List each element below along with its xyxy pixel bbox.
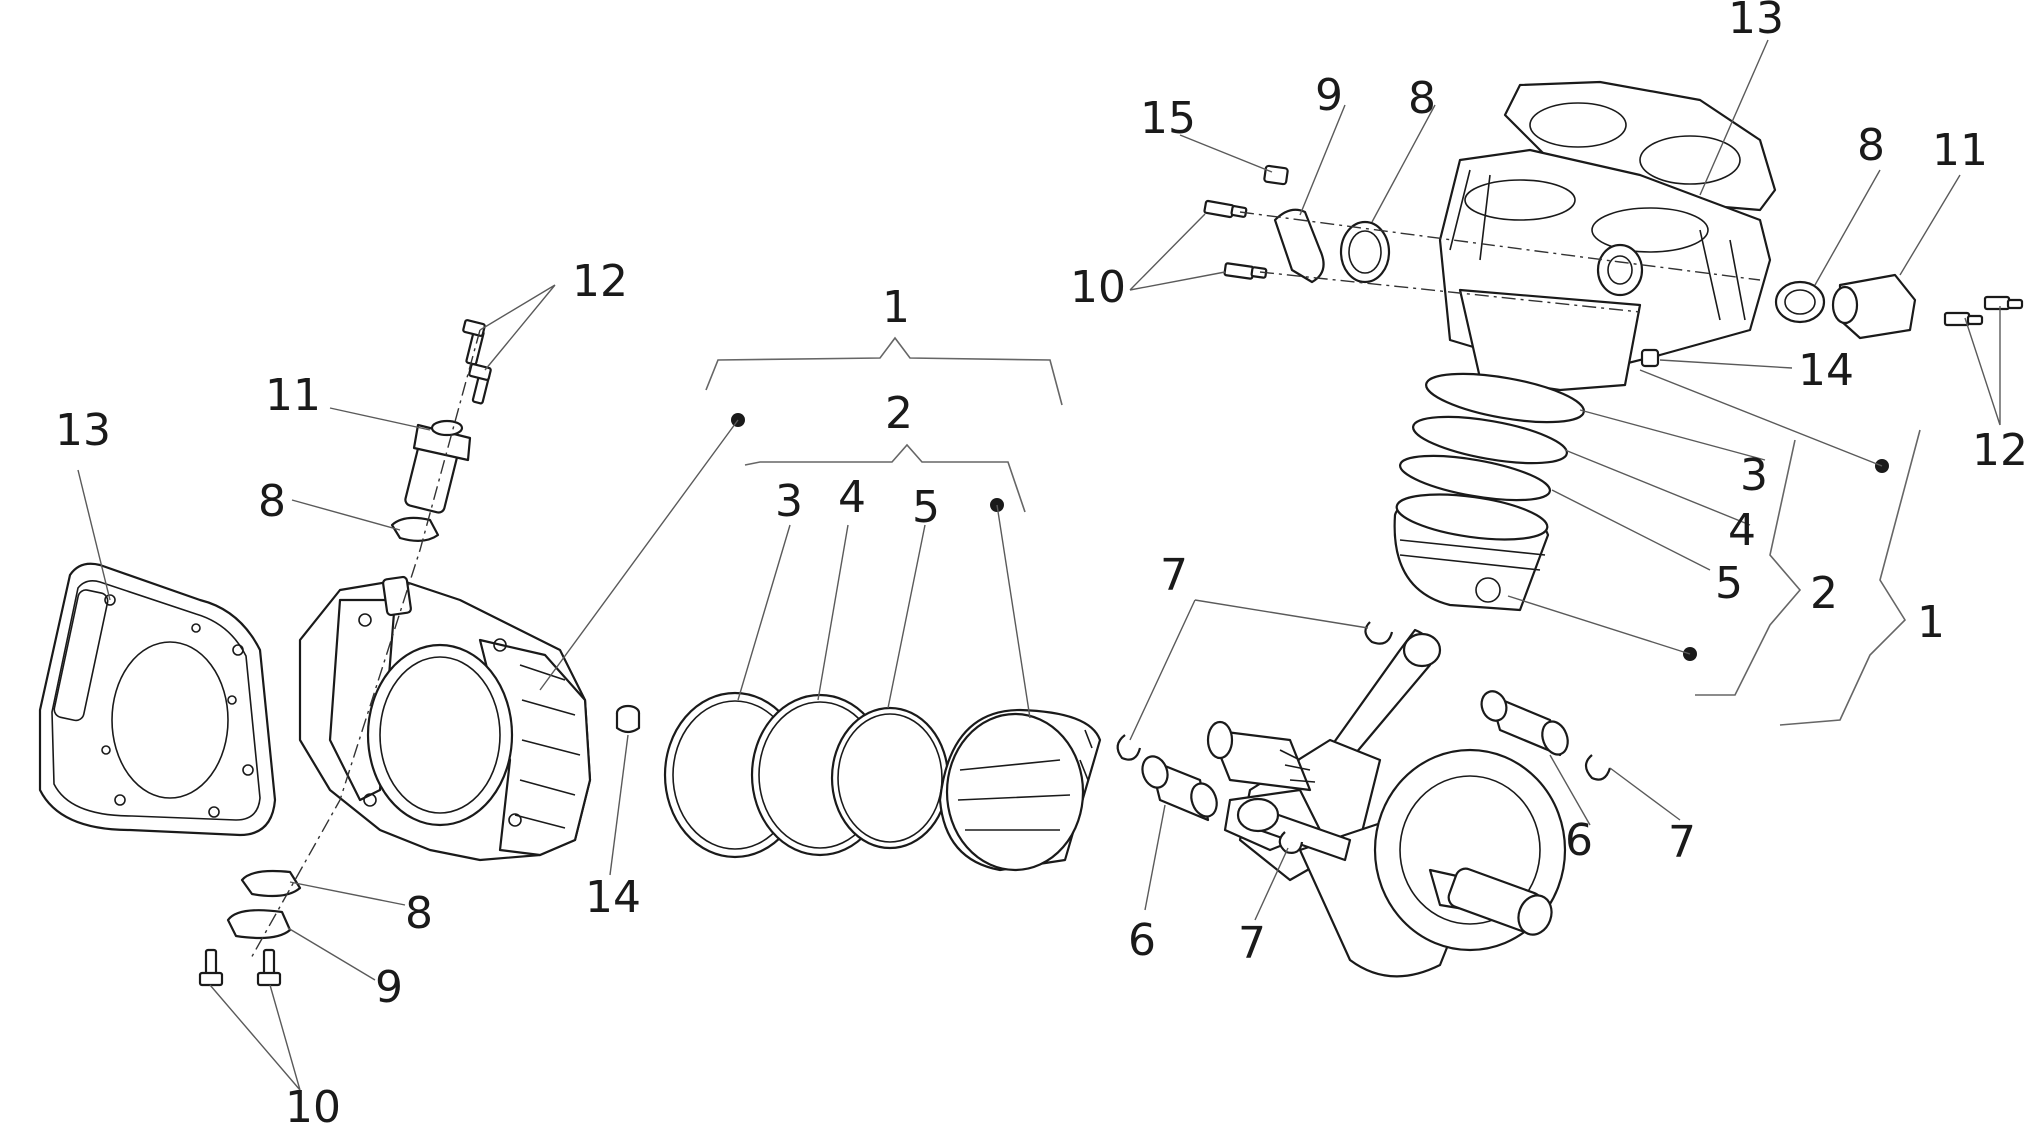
brace-1-right [1779,429,1921,726]
callout-right-11: 11 [1932,125,1988,176]
callout-right-1: 1 [1917,597,1945,648]
right-gaskets-8-9 [1273,208,1826,324]
crankshaft-assembly [1206,628,1567,978]
callout-center-3: 3 [775,476,803,527]
right-bolts-10-12-15 [1203,164,2024,368]
center-rings [663,691,950,859]
callout-left-13: 13 [55,405,111,456]
callout-right-6-left: 6 [1128,915,1156,966]
left-tensioner-11 [404,419,472,514]
left-axis [249,329,481,961]
left-gaskets-8-9 [226,516,440,940]
right-circlips [1116,621,1612,854]
callout-left-14: 14 [585,872,641,923]
right-piston [1393,493,1550,612]
callout-right-4: 4 [1728,505,1756,556]
callout-right-8-right: 8 [1857,120,1885,171]
right-axis-upper [1239,211,1761,281]
callout-right-7-bottom: 7 [1238,918,1266,969]
callout-right-5: 5 [1715,558,1743,609]
leader-lines [77,39,2001,1091]
callout-left-9: 9 [375,962,403,1013]
callout-right-14: 14 [1798,345,1854,396]
left-head-gasket [38,562,277,837]
callout-left-8-top: 8 [258,476,286,527]
brace-2-center [744,443,1026,513]
callout-center-4: 4 [838,472,866,523]
callout-left-12: 12 [572,256,628,307]
callout-left-8-bottom: 8 [405,888,433,939]
right-tensioner-11 [1831,273,1917,340]
callout-right-13: 13 [1728,0,1784,44]
left-bolts-10 [198,948,282,987]
callout-right-8-left: 8 [1408,73,1436,124]
callout-right-2: 2 [1810,568,1838,619]
right-piston-pins [1141,690,1569,822]
callout-center-5: 5 [912,482,940,533]
left-cylinder [298,575,592,862]
center-piston [938,708,1102,872]
right-cylinder [1438,148,1772,392]
right-axis-lower [1259,271,1641,313]
callout-right-12: 12 [1972,425,2028,476]
callout-right-7-right: 7 [1668,817,1696,868]
callout-right-15: 15 [1140,93,1196,144]
callout-right-9: 9 [1315,70,1343,121]
callout-right-3: 3 [1740,450,1768,501]
left-pin-14 [615,704,641,734]
callout-right-10: 10 [1070,262,1126,313]
brace-2-right [1695,439,1802,696]
callout-center-1: 1 [882,282,910,333]
callout-left-10: 10 [285,1082,341,1126]
callout-right-7-top: 7 [1160,550,1188,601]
callout-right-6-right: 6 [1565,815,1593,866]
callout-center-2: 2 [885,388,913,439]
right-rings [1398,372,1585,502]
left-bolts-12 [462,319,492,405]
callout-left-11: 11 [265,370,321,421]
brace-1-center [705,336,1063,406]
